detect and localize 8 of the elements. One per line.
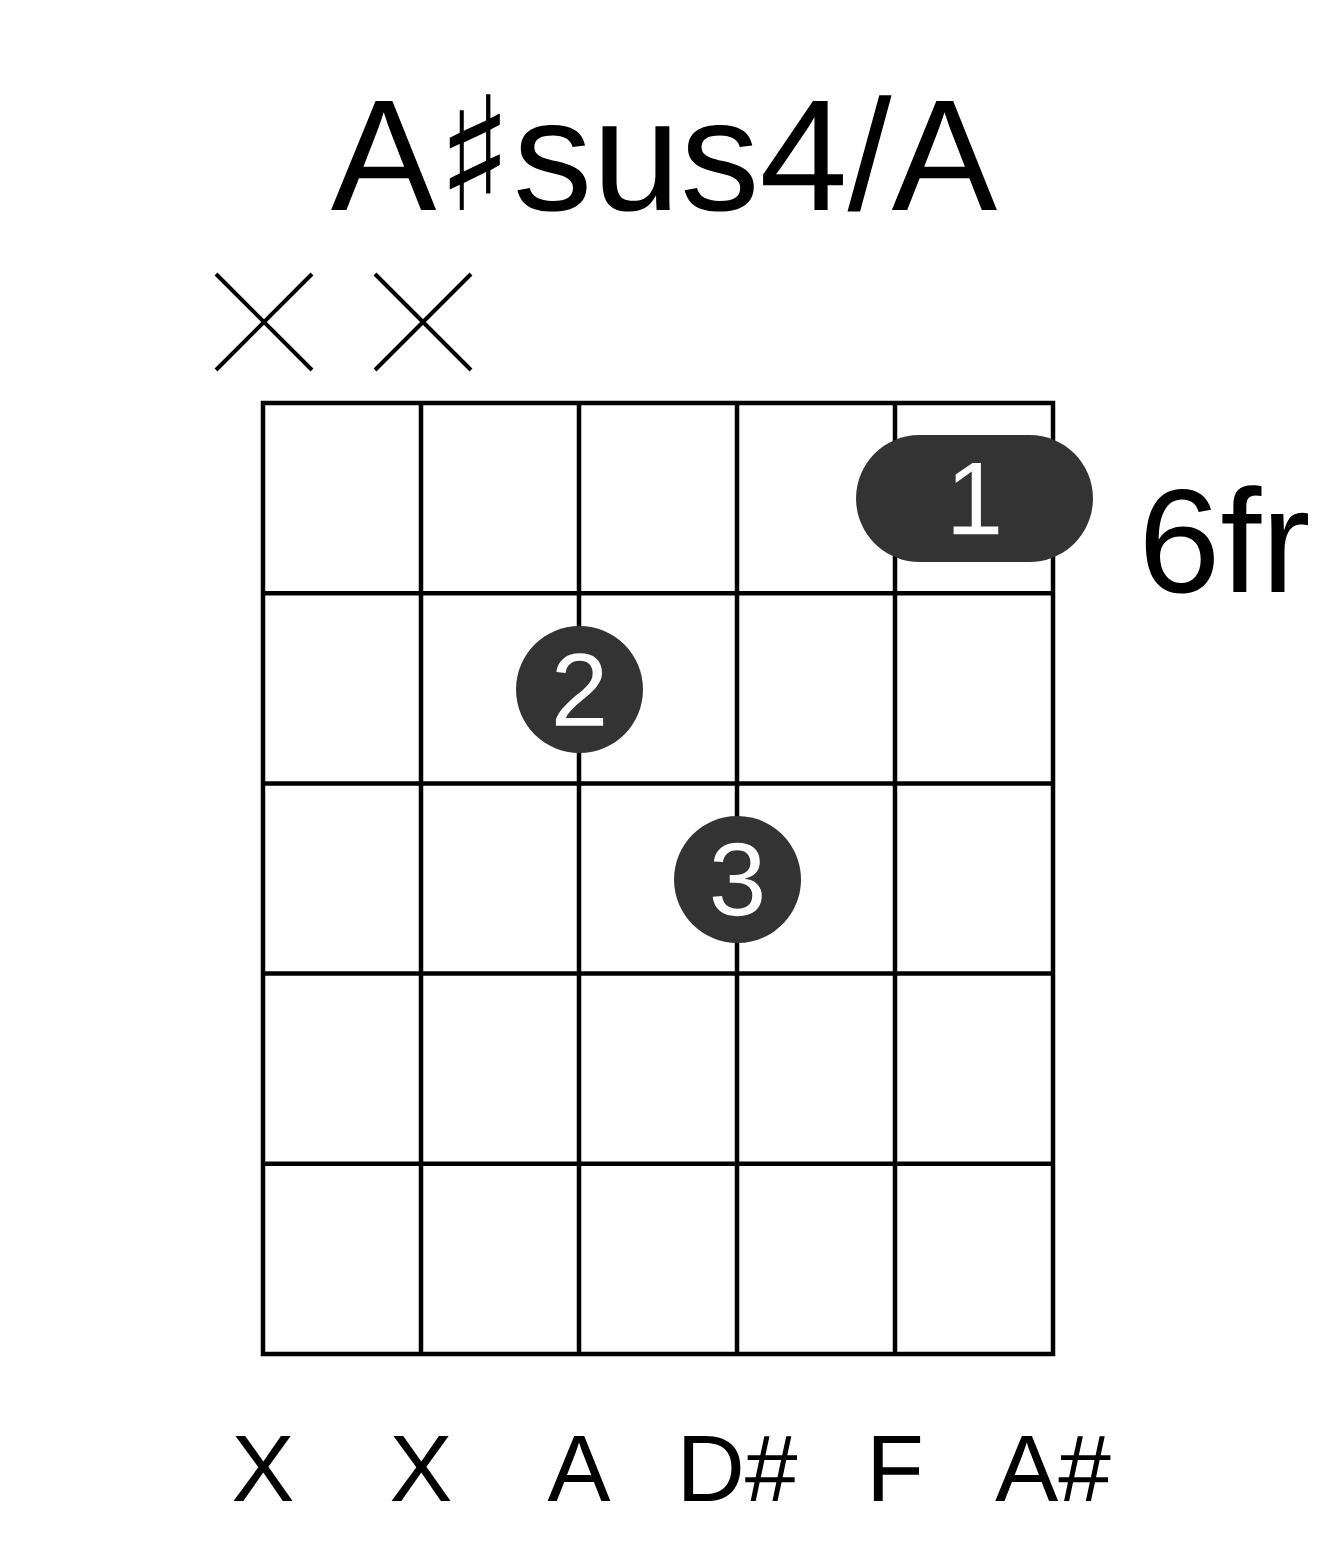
- note-label: F: [873, 1435, 921, 1501]
- note-label: A#: [995, 1435, 1111, 1501]
- fret-number-label: 6fr: [1145, 485, 1308, 594]
- chord-title: A♯sus4/A: [331, 94, 997, 212]
- note-label: A: [547, 1435, 611, 1501]
- note-label: D#: [684, 1435, 797, 1501]
- note-label: X: [233, 1435, 293, 1501]
- note-label: X: [391, 1435, 451, 1501]
